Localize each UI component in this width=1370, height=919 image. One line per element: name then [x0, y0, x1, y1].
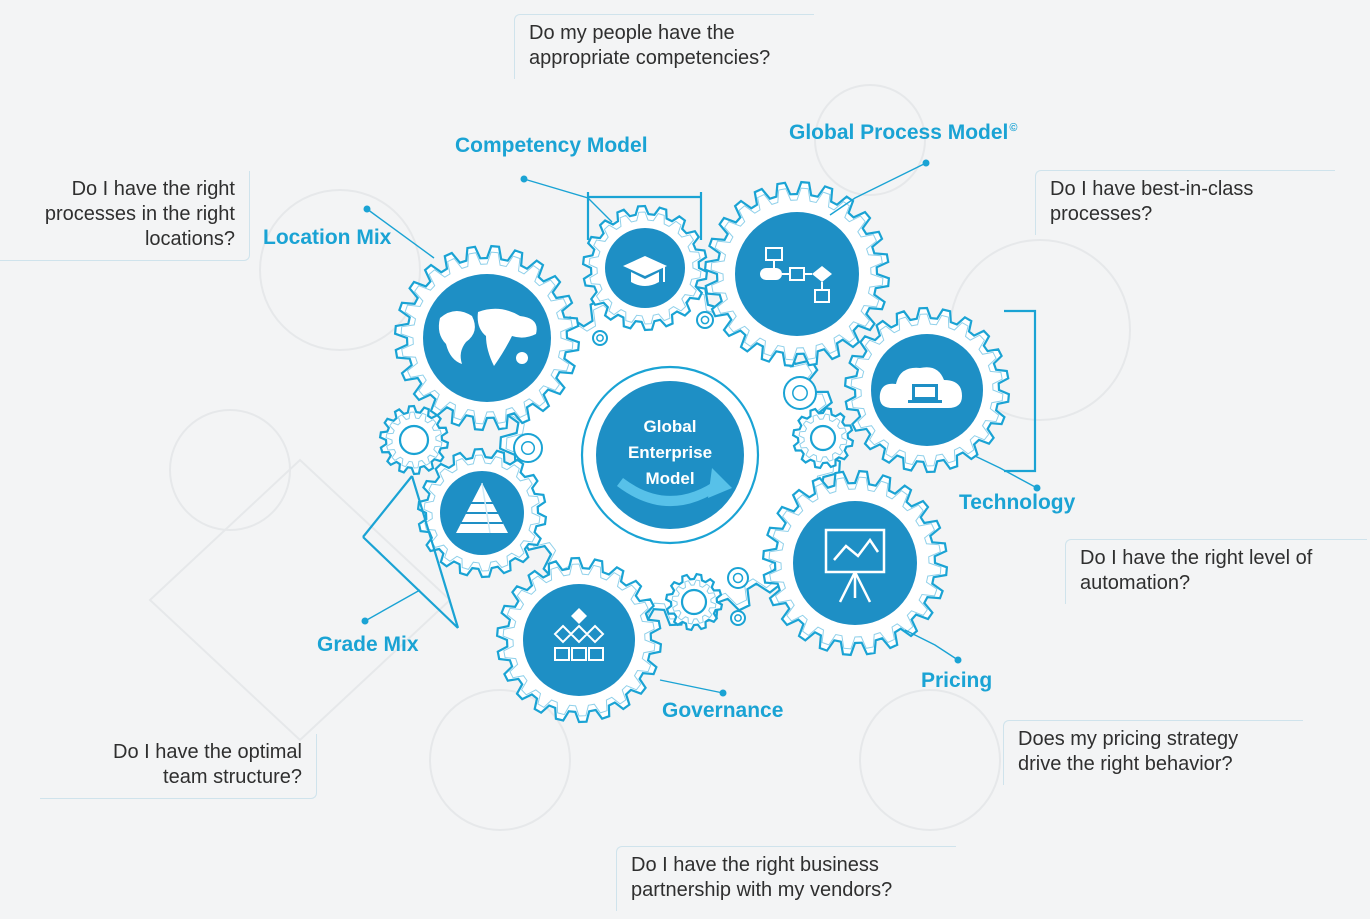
gear-pricing	[761, 469, 949, 657]
question-line: Do I have the right	[71, 178, 235, 200]
question-line: locations?	[144, 228, 235, 250]
question-line: processes?	[1050, 203, 1153, 225]
center-title-line: Model	[645, 469, 695, 488]
question-line: Does my pricing strategy	[1018, 728, 1239, 750]
question-line: partnership with my vendors?	[631, 879, 893, 901]
question-team-structure: Do I have the optimal team structure?	[40, 734, 317, 799]
presentation-chart-icon	[824, 528, 886, 603]
connector-grade	[361, 589, 421, 625]
small-ring	[513, 433, 543, 463]
gear-process	[703, 180, 891, 368]
connectors-layer	[361, 159, 1041, 697]
small-ring-inner	[596, 334, 604, 342]
question-line: Do I have best-in-class	[1050, 178, 1254, 200]
question-process-locations: Do I have the right processes in the rig…	[0, 171, 250, 261]
world-map-icon	[438, 308, 537, 366]
connector-competency	[520, 175, 613, 223]
question-line: appropriate competencies?	[529, 47, 771, 69]
question-automation: Do I have the right level of automation?	[1065, 539, 1367, 604]
label-governance: Governance	[662, 699, 784, 722]
center-title-line: Global	[643, 417, 697, 436]
small-ring-inner	[700, 315, 710, 325]
pyramid-icon	[456, 482, 508, 534]
small-ring-inner	[734, 614, 742, 622]
small-ring-inner	[520, 440, 536, 456]
question-line: Do I have the right business	[631, 854, 879, 876]
question-line: processes in the right	[44, 203, 235, 225]
question-vendor-partnership: Do I have the right business partnership…	[616, 846, 956, 911]
copyright-mark: ©	[1009, 122, 1018, 134]
label-global-process-model-text: Global Process Model	[789, 121, 1009, 144]
small-ring	[727, 567, 749, 589]
connector-process	[829, 159, 930, 216]
center-title-line: Enterprise	[627, 443, 713, 462]
cloud-laptop-icon	[879, 367, 962, 408]
question-line: Do I have the right level of	[1080, 547, 1313, 569]
small-gear	[664, 572, 724, 632]
org-chart-icon	[553, 608, 605, 661]
label-technology: Technology	[959, 491, 1076, 514]
small-ring-inner	[792, 385, 808, 401]
connector-pricing	[904, 629, 962, 664]
graduation-cap-icon	[623, 256, 667, 286]
center-arrowhead-icon	[708, 468, 732, 498]
question-competencies: Do my people have the appropriate compet…	[514, 14, 814, 79]
label-grade-mix: Grade Mix	[317, 633, 419, 656]
question-line: automation?	[1080, 572, 1191, 594]
gear-governance	[495, 556, 663, 724]
label-location-mix: Location Mix	[263, 226, 392, 249]
small-ring	[730, 610, 746, 626]
icons-layer	[438, 247, 962, 661]
connector-technology	[974, 455, 1041, 492]
label-competency-model: Competency Model	[455, 134, 648, 157]
label-pricing: Pricing	[921, 669, 993, 692]
small-ring	[696, 311, 714, 329]
small-gear	[378, 404, 450, 476]
center-title: Global Enterprise Model	[600, 414, 740, 492]
connector-location	[363, 205, 435, 259]
label-global-process-model: Global Process Model©	[789, 121, 1018, 145]
small-ring-inner	[732, 572, 744, 584]
small-ring	[592, 330, 608, 346]
bracket-markers	[362, 192, 1037, 629]
connector-governance	[659, 679, 727, 697]
flowchart-icon	[760, 247, 832, 303]
question-line: team structure?	[163, 766, 302, 788]
question-line: Do my people have the	[529, 22, 735, 44]
question-line: Do I have the optimal	[113, 741, 302, 763]
small-ring	[783, 376, 817, 410]
question-line: drive the right behavior?	[1018, 753, 1233, 775]
small-gear	[791, 406, 855, 470]
question-pricing-strategy: Does my pricing strategy drive the right…	[1003, 720, 1303, 785]
question-best-processes: Do I have best-in-class processes?	[1035, 170, 1335, 235]
